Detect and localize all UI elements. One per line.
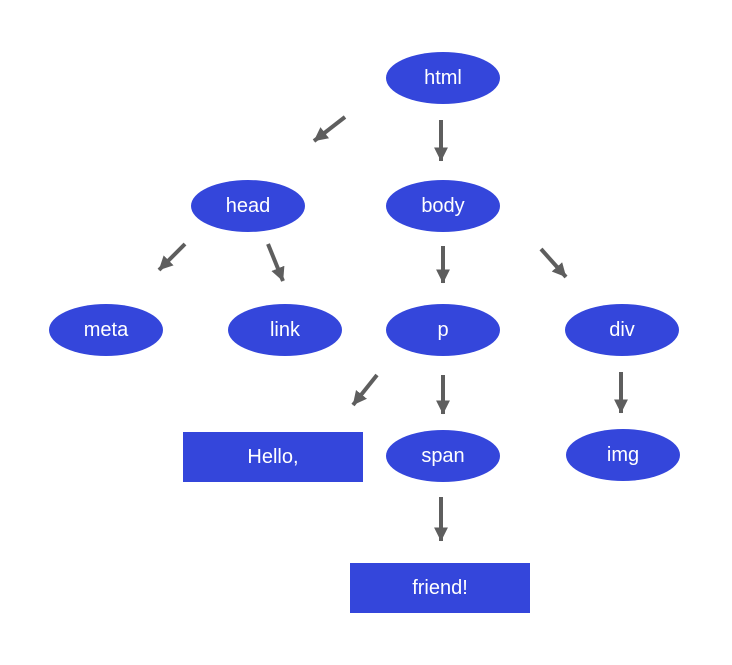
edge-head-link bbox=[266, 243, 285, 282]
node-span: span bbox=[386, 430, 500, 482]
node-link: link bbox=[228, 304, 342, 356]
node-text-hello: Hello, bbox=[183, 432, 363, 482]
node-meta: meta bbox=[49, 304, 163, 356]
edge-body-div bbox=[539, 247, 568, 279]
node-head: head bbox=[191, 180, 305, 232]
edge-p-hello bbox=[351, 373, 379, 407]
node-div: div bbox=[565, 304, 679, 356]
node-body: body bbox=[386, 180, 500, 232]
node-img: img bbox=[566, 429, 680, 481]
node-p: p bbox=[386, 304, 500, 356]
edge-html-head bbox=[312, 115, 347, 143]
node-html: html bbox=[386, 52, 500, 104]
node-text-friend: friend! bbox=[350, 563, 530, 613]
edge-head-meta bbox=[157, 242, 187, 272]
